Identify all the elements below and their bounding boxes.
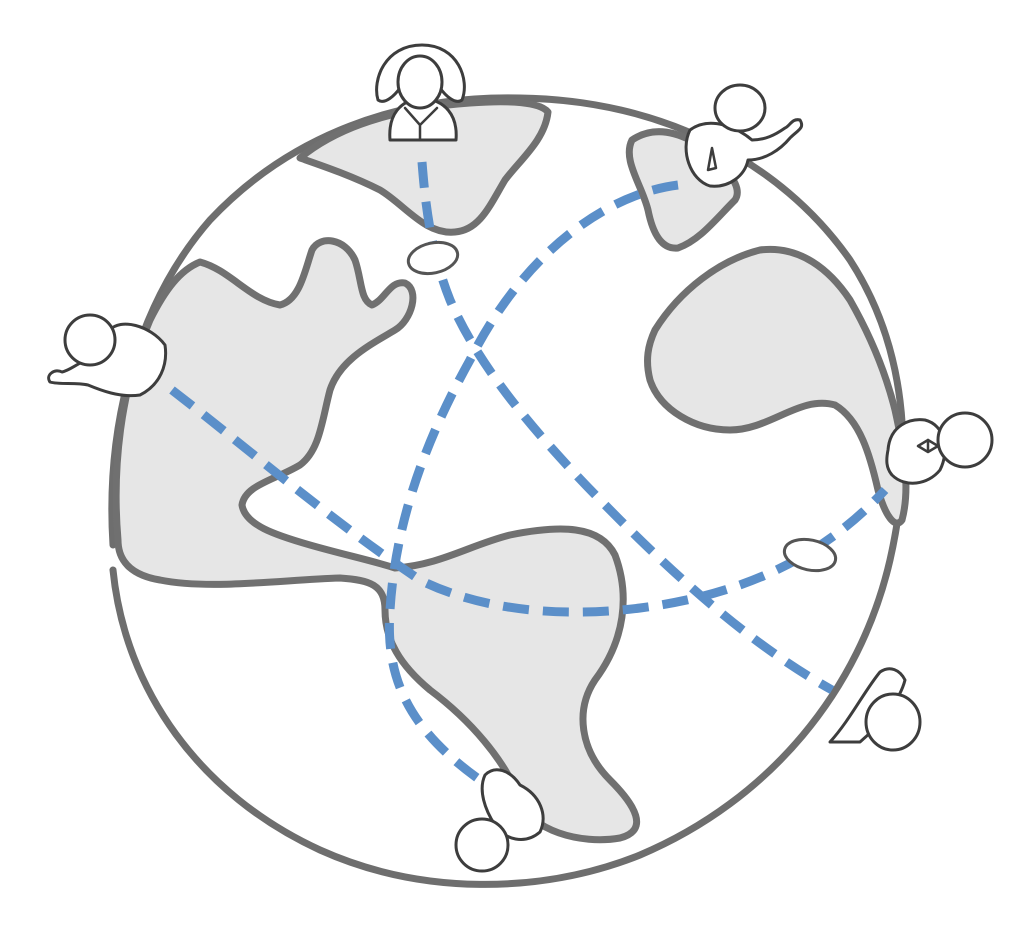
tie: [706, 146, 718, 172]
people: [47, 43, 994, 873]
continent-east: [644, 245, 910, 527]
head: [936, 411, 994, 469]
bow-tie: [916, 438, 940, 454]
head: [713, 83, 767, 133]
route-left-to-right: [169, 386, 889, 617]
hub-marker-top: [406, 240, 460, 276]
globe-outline: [108, 94, 907, 888]
head: [864, 692, 922, 752]
hub-markers: [406, 240, 838, 573]
person-woman-top: [375, 43, 466, 142]
person-bowtie-right: [885, 411, 994, 485]
continents: [112, 98, 910, 844]
collar: [403, 106, 439, 142]
person-bottom-right: [828, 667, 922, 752]
person-waving-top-right: [684, 83, 804, 188]
head: [454, 817, 510, 873]
head: [396, 54, 444, 110]
person-waving-left: [47, 313, 168, 398]
person-bottom: [454, 768, 545, 873]
hub-marker-right: [782, 537, 838, 573]
globe: [108, 94, 907, 888]
body: [885, 418, 947, 485]
body: [480, 768, 545, 841]
continent-west: [112, 237, 641, 844]
head: [63, 313, 117, 367]
